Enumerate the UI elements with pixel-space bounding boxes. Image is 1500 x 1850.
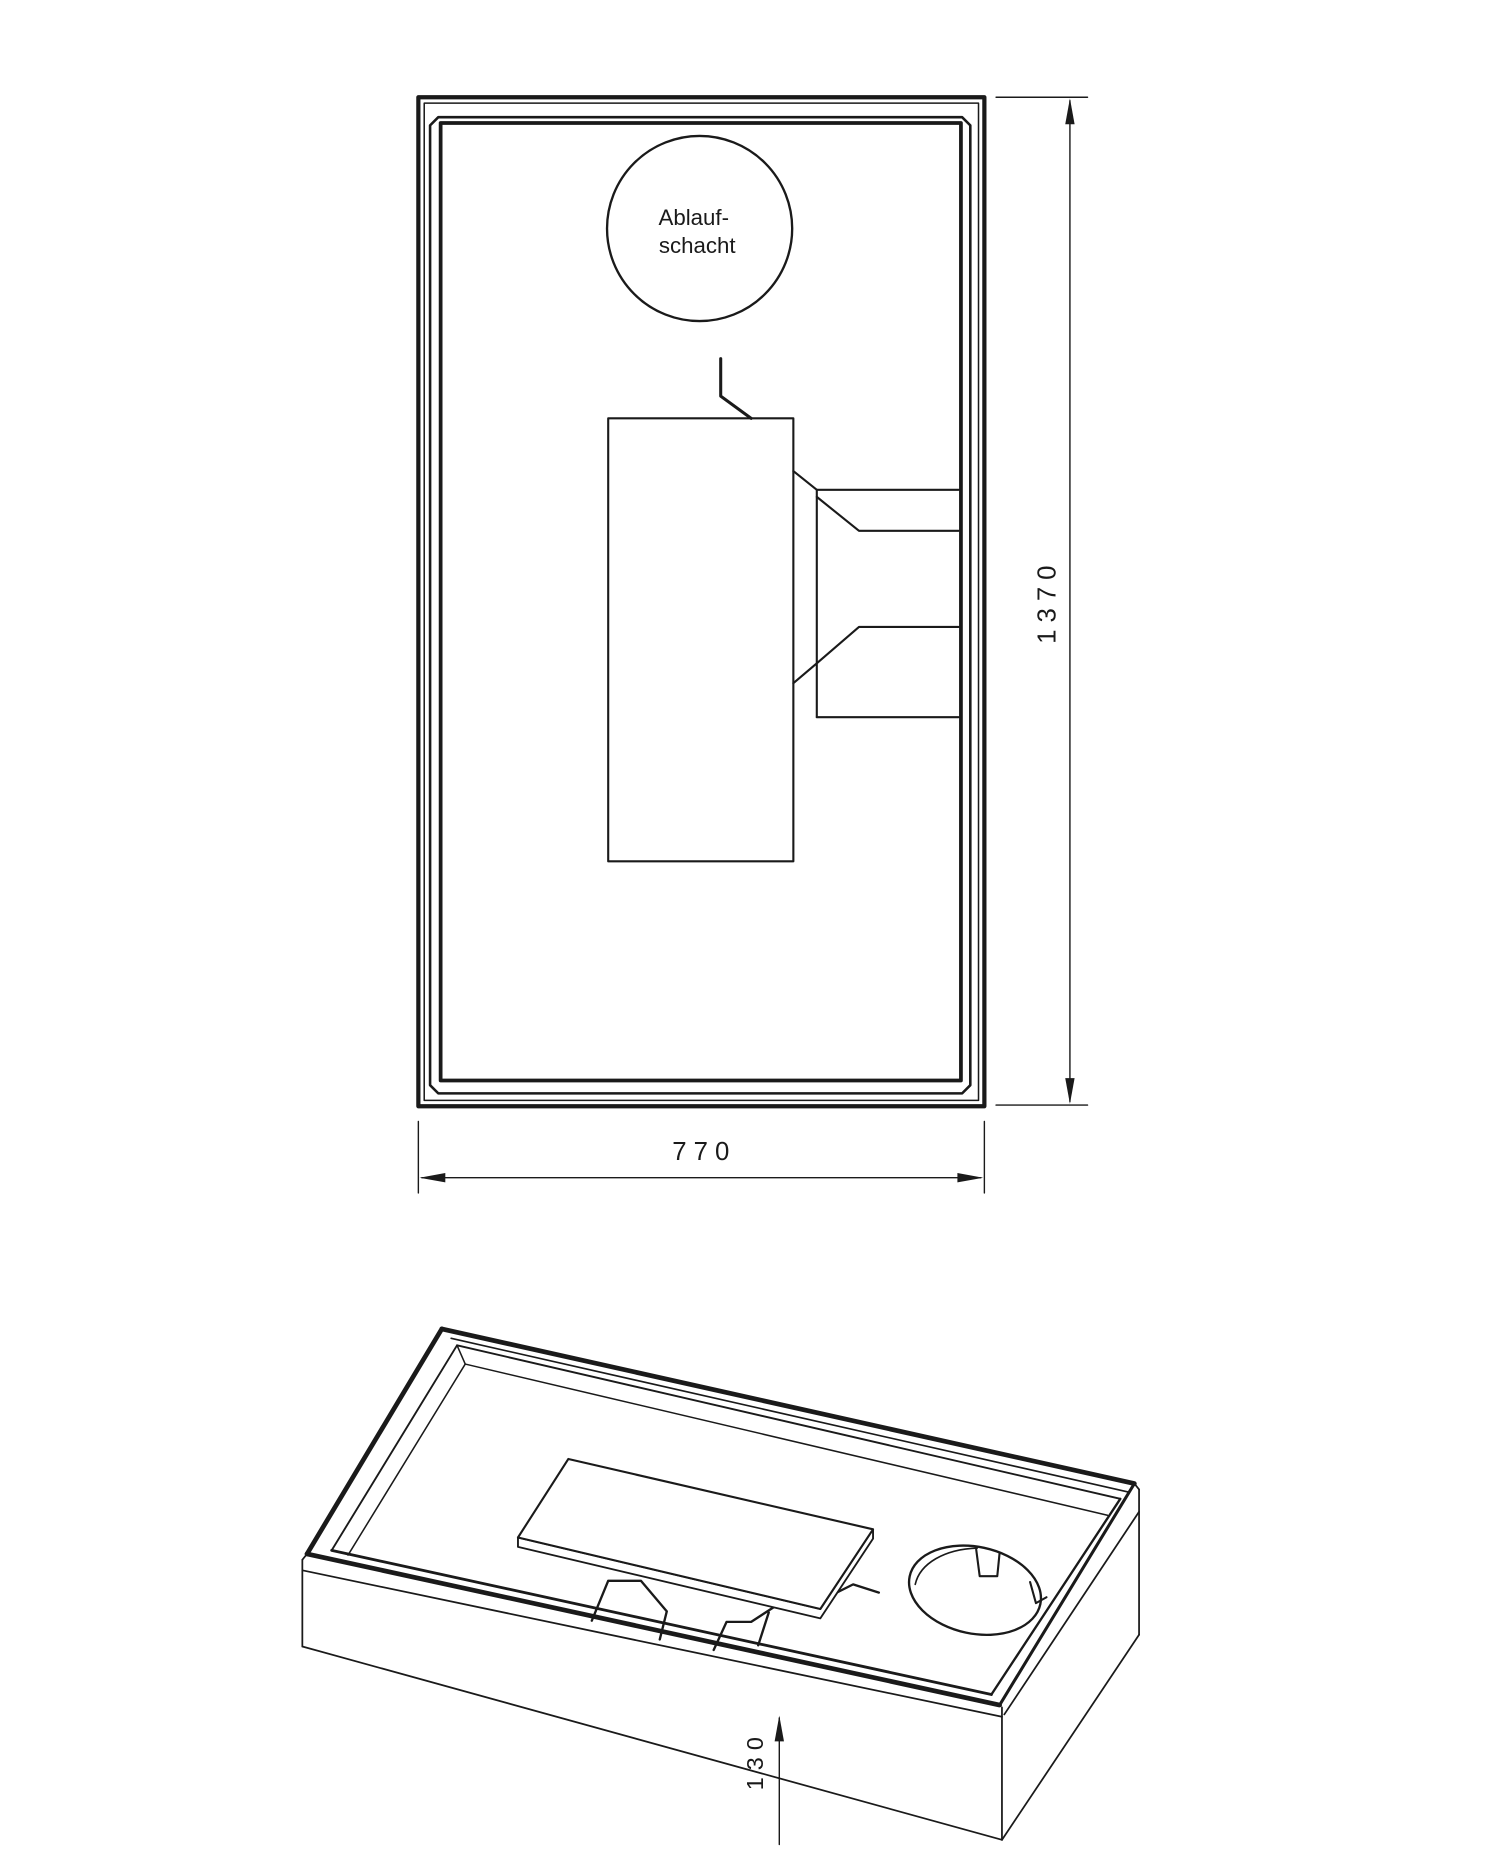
dimension-width-value: 770 [672,1138,736,1166]
cover-support-frame [792,470,960,719]
support-lower-bend [792,625,960,685]
drain-shaft-circle [605,134,794,323]
support-leg-right-drop [757,1611,770,1647]
drain-cover-perspective [516,1457,875,1620]
dimension-width: 770 [417,1120,986,1194]
drain-cover [607,417,795,863]
floor-left-edge [347,1363,466,1556]
dimension-height-value: 130 [742,1730,768,1790]
outer-rim-inner-edge [423,102,980,1102]
back-left-inner-corner [456,1344,466,1365]
front-rim-outer [304,1551,1002,1708]
arrowhead-down-icon [1065,1078,1075,1104]
right-rim-outer [998,1482,1136,1707]
dimension-length: 1370 [995,96,1089,1106]
drain-shaft-wall-edge [914,1547,979,1586]
support-upper-bend [815,495,960,532]
right-face-top-edge [1003,1510,1140,1716]
arrowhead-up-icon [774,1715,784,1742]
left-rim-outer [304,1326,445,1557]
support-upper-arm [792,470,960,491]
channel-inner-edge [438,121,963,1083]
floor-back-edge [464,1363,1109,1516]
drain-cover-top [516,1457,875,1611]
dimension-length-value: 1370 [1034,558,1062,643]
cover-support-frame-perspective [590,1579,881,1652]
front-rim-inner [330,1548,993,1696]
drain-shaft-label-line1: Ablauf- [659,205,730,230]
right-face-bottom-edge [1001,1633,1140,1841]
back-rim-inner [456,1344,1122,1500]
cover-hook-line [719,357,753,420]
arrowhead-left-icon [419,1173,446,1183]
front-face-bottom-edge [301,1645,1003,1841]
drain-shaft-notch-top [975,1548,1001,1578]
arrowhead-right-icon [957,1173,984,1183]
support-leg-right [712,1605,776,1652]
top-view: Ablauf- schacht [416,95,987,1109]
drain-shaft-opening [907,1544,1043,1637]
drain-shaft-perspective [907,1544,1048,1637]
back-rim-line [450,1337,1129,1493]
right-rim-inner [990,1497,1122,1696]
front-face-top-edge [301,1569,1003,1718]
perspective-view [301,1326,1140,1841]
back-rim-outer [439,1326,1137,1486]
left-rim-inner [330,1344,458,1552]
support-leg-left [590,1579,668,1641]
left-corner-step [301,1553,308,1561]
channel-outer-edge [428,115,972,1095]
right-corner-step [1133,1482,1140,1491]
drain-shaft-label-line2: schacht [659,233,736,258]
drain-shaft-notch-right [1029,1580,1048,1605]
dimension-height: 130 [742,1715,784,1846]
arrowhead-up-icon [1065,98,1075,125]
outer-rim [416,95,987,1109]
